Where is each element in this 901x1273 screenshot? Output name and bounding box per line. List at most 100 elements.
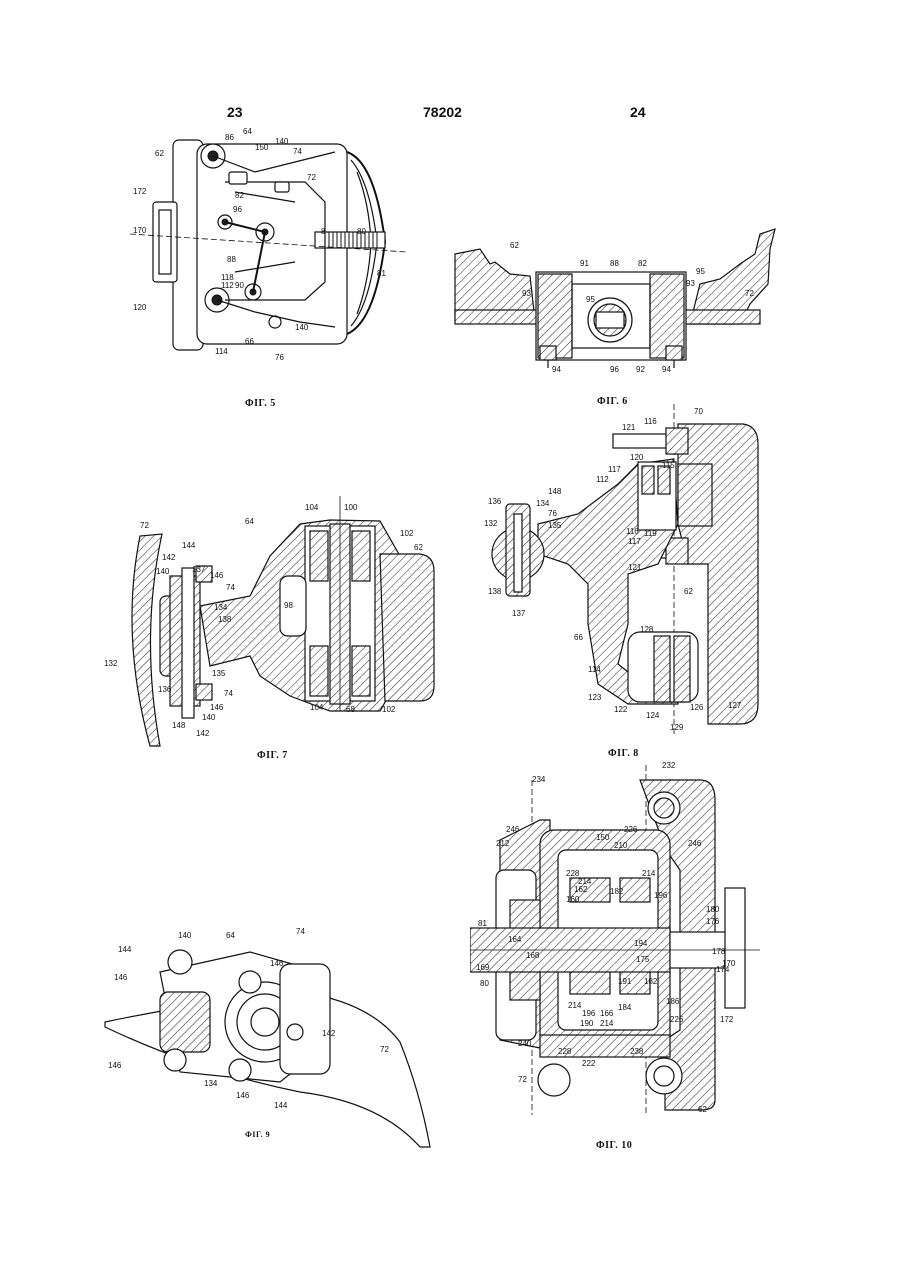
figure-8-drawing: 70116121 120115112 117148136 13476132 13…	[478, 404, 783, 739]
svg-text:104: 104	[305, 503, 319, 512]
svg-text:124: 124	[646, 711, 660, 720]
svg-text:132: 132	[104, 659, 118, 668]
svg-text:222: 222	[582, 1059, 596, 1068]
svg-text:214: 214	[568, 1001, 582, 1010]
svg-text:136: 136	[158, 685, 172, 694]
svg-text:168: 168	[526, 951, 540, 960]
svg-text:144: 144	[274, 1101, 288, 1110]
svg-text:172: 172	[133, 187, 147, 196]
svg-text:138: 138	[488, 587, 502, 596]
svg-text:90: 90	[235, 281, 244, 290]
svg-text:120: 120	[133, 303, 147, 312]
svg-text:68: 68	[346, 705, 355, 714]
svg-text:88: 88	[610, 259, 619, 268]
figure-9-drawing: 1406474 144146146 14272146 134146144	[100, 922, 440, 1152]
svg-text:170: 170	[133, 226, 147, 235]
svg-text:132: 132	[484, 519, 498, 528]
svg-text:127: 127	[728, 701, 742, 710]
svg-text:234: 234	[532, 775, 546, 784]
svg-text:72: 72	[380, 1045, 389, 1054]
svg-text:134: 134	[214, 603, 228, 612]
svg-text:81: 81	[377, 269, 386, 278]
svg-text:93: 93	[686, 279, 695, 288]
left-page-number: 23	[227, 104, 243, 120]
svg-text:214: 214	[642, 869, 656, 878]
figure-7-caption: ФІГ. 7	[257, 750, 288, 761]
svg-text:72: 72	[140, 521, 149, 530]
svg-text:196: 196	[654, 891, 668, 900]
svg-text:146: 146	[114, 973, 128, 982]
svg-text:135: 135	[548, 521, 562, 530]
svg-text:66: 66	[245, 337, 254, 346]
right-page-number: 24	[630, 104, 646, 120]
svg-text:8: 8	[321, 227, 326, 236]
svg-text:82: 82	[638, 259, 647, 268]
svg-text:72: 72	[745, 289, 754, 298]
svg-text:214: 214	[600, 1019, 614, 1028]
svg-text:122: 122	[614, 705, 628, 714]
svg-text:226: 226	[670, 1015, 684, 1024]
svg-text:178: 178	[712, 947, 726, 956]
svg-text:212: 212	[496, 839, 510, 848]
svg-text:140: 140	[295, 323, 309, 332]
svg-text:74: 74	[293, 147, 302, 156]
svg-text:142: 142	[162, 553, 176, 562]
svg-text:246: 246	[688, 839, 702, 848]
svg-text:148: 148	[172, 721, 186, 730]
svg-text:80: 80	[480, 979, 489, 988]
figure-9-caption: ФІГ. 9	[245, 1130, 270, 1139]
svg-text:96: 96	[233, 205, 242, 214]
svg-text:140: 140	[156, 567, 170, 576]
figure-8-caption: ФІГ. 8	[608, 748, 639, 759]
svg-text:62: 62	[155, 149, 164, 158]
svg-text:94: 94	[662, 365, 671, 374]
svg-text:64: 64	[245, 517, 254, 526]
svg-text:172: 172	[720, 1015, 734, 1024]
svg-text:182: 182	[610, 887, 624, 896]
svg-text:66: 66	[574, 633, 583, 642]
svg-text:144: 144	[118, 945, 132, 954]
svg-text:64: 64	[243, 127, 252, 136]
svg-text:72: 72	[307, 173, 316, 182]
svg-text:112: 112	[596, 475, 609, 484]
figure-5-drawing: 628664 14015074 7217282 96880 1708881 11…	[125, 122, 415, 362]
svg-text:70: 70	[694, 407, 703, 416]
svg-text:140: 140	[275, 137, 289, 146]
figure-5-caption: ФІГ. 5	[245, 398, 276, 409]
svg-text:194: 194	[634, 939, 648, 948]
svg-text:120: 120	[630, 453, 644, 462]
svg-text:117: 117	[608, 465, 621, 474]
svg-text:135: 135	[212, 669, 226, 678]
svg-text:95: 95	[586, 295, 595, 304]
svg-text:86: 86	[225, 133, 234, 142]
svg-text:64: 64	[226, 931, 235, 940]
svg-text:117: 117	[628, 537, 641, 546]
svg-text:166: 166	[600, 1009, 614, 1018]
svg-text:74: 74	[226, 583, 235, 592]
svg-text:72: 72	[518, 1075, 527, 1084]
svg-text:170: 170	[722, 959, 736, 968]
svg-text:98: 98	[284, 601, 293, 610]
svg-text:62: 62	[510, 241, 519, 250]
svg-text:146: 146	[270, 959, 284, 968]
svg-text:148: 148	[548, 487, 562, 496]
svg-text:182: 182	[644, 977, 658, 986]
figure-6-drawing: 629188 829595 939372 94969294	[450, 224, 785, 379]
svg-text:238: 238	[630, 1047, 644, 1056]
svg-text:184: 184	[618, 1003, 632, 1012]
svg-text:129: 129	[670, 723, 684, 732]
svg-text:114: 114	[215, 347, 228, 356]
svg-text:150: 150	[596, 833, 610, 842]
svg-text:138: 138	[218, 615, 232, 624]
svg-text:180: 180	[706, 905, 720, 914]
svg-text:102: 102	[400, 529, 414, 538]
svg-text:121: 121	[622, 423, 636, 432]
svg-text:228: 228	[558, 1047, 572, 1056]
svg-text:136: 136	[488, 497, 502, 506]
svg-text:169: 169	[476, 963, 490, 972]
svg-text:119: 119	[644, 529, 657, 538]
svg-text:115: 115	[662, 461, 675, 470]
svg-text:175: 175	[636, 955, 650, 964]
svg-text:160: 160	[566, 895, 580, 904]
